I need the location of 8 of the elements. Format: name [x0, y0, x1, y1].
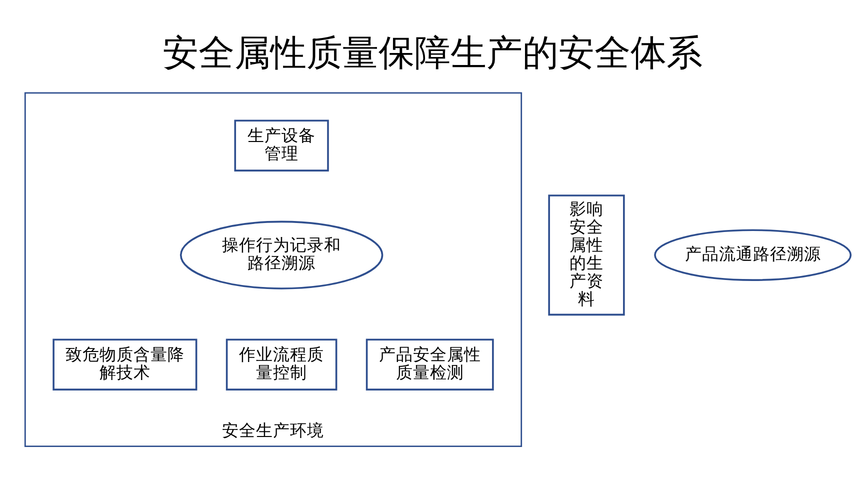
diagram-title: 安全属性质量保障生产的安全体系 [162, 32, 703, 74]
node-ellipse: 操作行为记录和路径溯源 [180, 220, 384, 289]
node-box: 产品安全属性质量检测 [366, 338, 494, 390]
node-box: 生产设备管理 [234, 119, 329, 171]
node-box: 作业流程质量控制 [226, 338, 338, 390]
node-ellipse: 产品流通路径溯源 [654, 228, 852, 280]
node-box: 影响安全属性的生产资料 [548, 194, 625, 316]
node-box: 致危物质含量降解技术 [52, 338, 198, 390]
